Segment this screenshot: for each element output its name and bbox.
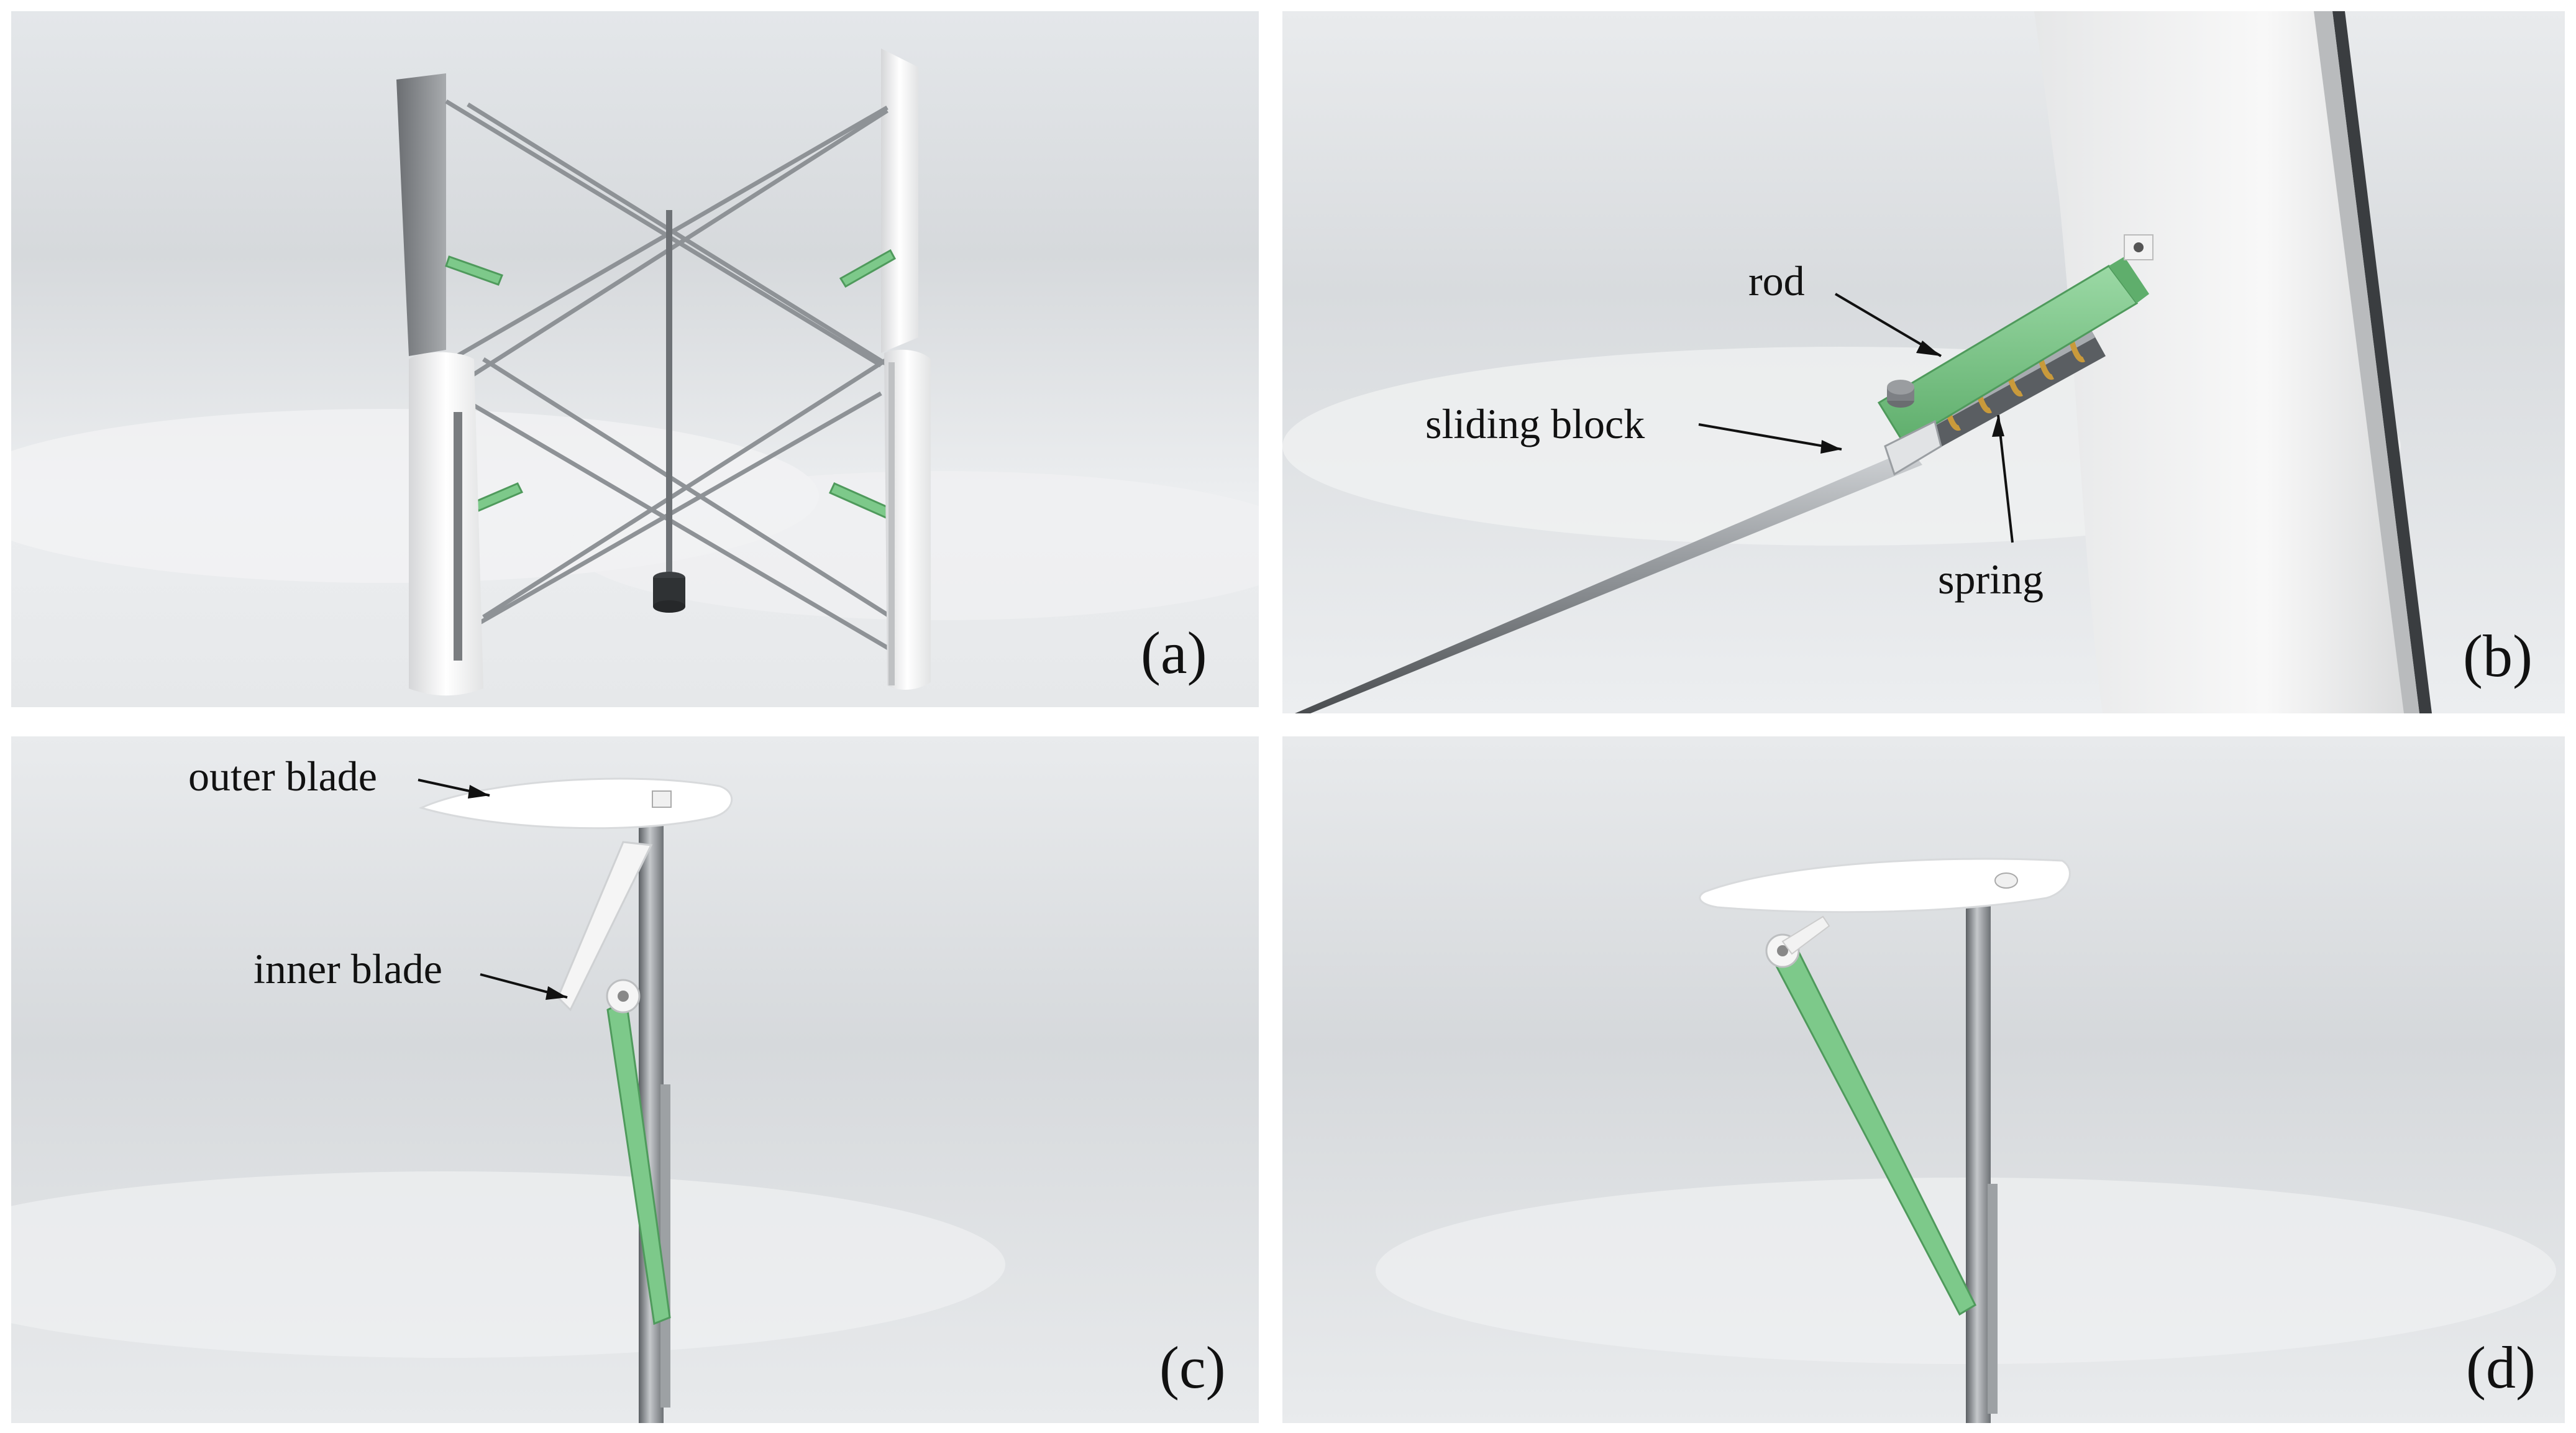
panel-a: (a) xyxy=(11,11,1259,707)
panel-label-c: (c) xyxy=(1159,1334,1226,1401)
panel-label-d: (d) xyxy=(2466,1334,2536,1401)
leader-lines xyxy=(418,779,568,1000)
outer-blade xyxy=(1699,858,2071,913)
panel-c: outer blade inner blade (c) xyxy=(11,736,1259,1423)
sliding-block xyxy=(1884,419,1942,476)
front-right-blade xyxy=(884,349,931,690)
callout-outer-blade: outer blade xyxy=(188,753,377,800)
panel-label-b: (b) xyxy=(2463,623,2533,689)
callout-spring: spring xyxy=(1938,556,2044,603)
green-rods xyxy=(445,249,897,519)
panel-d: (d) xyxy=(1282,736,2565,1423)
back-right-blade xyxy=(881,48,918,353)
leader-lines xyxy=(1698,293,2014,543)
blade-extended-view xyxy=(1282,736,2565,1423)
turbine-rendering xyxy=(11,11,1259,707)
cross-rods xyxy=(445,99,907,654)
callout-inner-blade: inner blade xyxy=(253,945,442,992)
mechanism-closeup xyxy=(1282,11,2565,713)
inner-blade xyxy=(557,841,653,1012)
large-blade xyxy=(2034,11,2419,713)
central-mast xyxy=(666,210,672,608)
main-rod xyxy=(1295,449,1922,713)
front-left-blade xyxy=(409,352,483,696)
back-left-blade xyxy=(396,73,446,356)
callout-sliding-block: sliding block xyxy=(1425,400,1645,447)
panel-b: rod sliding block spring (b) xyxy=(1282,11,2565,713)
blade-folded-view xyxy=(11,736,1259,1423)
callout-rod: rod xyxy=(1748,257,1805,304)
mast xyxy=(1966,861,1991,1423)
panel-label-a: (a) xyxy=(1141,620,1207,686)
